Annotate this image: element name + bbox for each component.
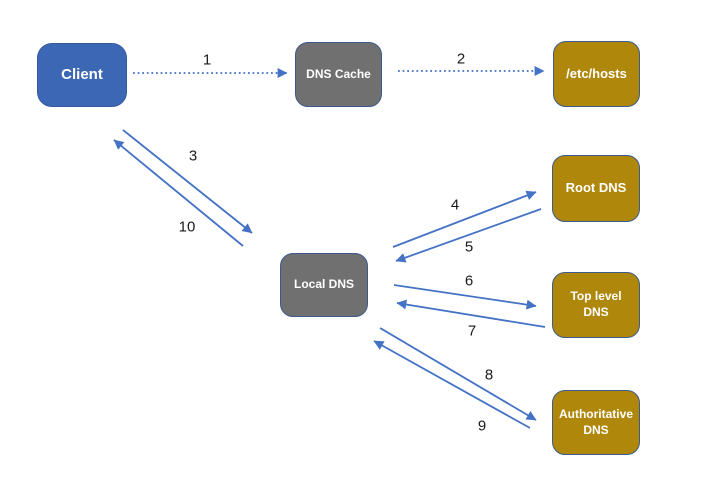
node-authoritative-dns: Authoritative DNS bbox=[552, 390, 640, 455]
node-etc-hosts-label: /etc/hosts bbox=[566, 65, 627, 81]
edge-9-arrow bbox=[373, 340, 531, 429]
edge-6-arrow bbox=[393, 284, 537, 310]
edge-label-9: 9 bbox=[477, 417, 487, 435]
edge-10-arrow bbox=[113, 139, 244, 247]
node-authoritative-dns-label: Authoritative DNS bbox=[558, 406, 633, 437]
node-local-dns: Local DNS bbox=[280, 253, 368, 317]
node-top-level-dns: Top level DNS bbox=[552, 272, 640, 338]
edge-label-5: 5 bbox=[464, 238, 474, 256]
edge-label-6: 6 bbox=[464, 272, 474, 290]
edge-4-arrow bbox=[392, 190, 537, 248]
node-root-dns: Root DNS bbox=[552, 155, 640, 222]
node-etc-hosts: /etc/hosts bbox=[553, 41, 640, 107]
node-client-label: Client bbox=[61, 66, 103, 84]
edge-label-2: 2 bbox=[456, 50, 466, 68]
node-dns-cache-label: DNS Cache bbox=[306, 66, 371, 81]
node-client: Client bbox=[37, 43, 127, 107]
edge-5-arrow bbox=[395, 208, 542, 263]
edge-7-arrow bbox=[396, 299, 546, 328]
edge-label-4: 4 bbox=[450, 196, 460, 214]
edge-8-arrow bbox=[379, 327, 537, 421]
edge-3-arrow bbox=[122, 129, 253, 234]
edge-label-10: 10 bbox=[178, 218, 196, 236]
node-top-level-dns-label: Top level DNS bbox=[570, 289, 622, 319]
node-dns-cache: DNS Cache bbox=[295, 42, 382, 107]
edge-label-8: 8 bbox=[484, 366, 494, 384]
edge-label-7: 7 bbox=[467, 322, 477, 340]
edge-label-1: 1 bbox=[202, 51, 212, 69]
node-local-dns-label: Local DNS bbox=[293, 277, 354, 292]
edge-label-3: 3 bbox=[188, 147, 198, 165]
node-root-dns-label: Root DNS bbox=[565, 180, 627, 196]
